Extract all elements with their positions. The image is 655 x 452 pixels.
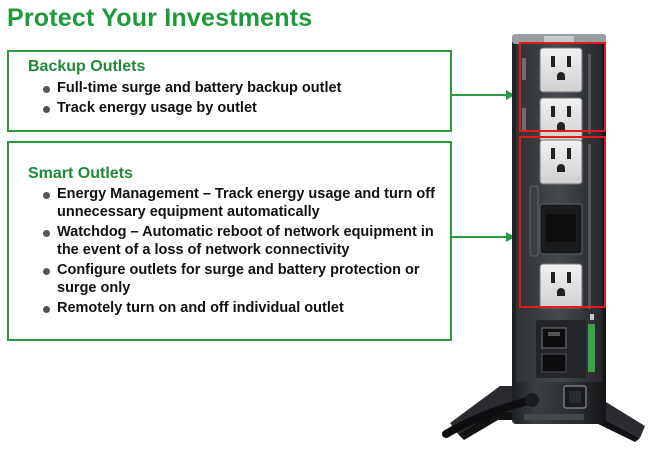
list-item: Track energy usage by outlet — [36, 100, 446, 118]
list-item: Watchdog – Automatic reboot of network e… — [36, 224, 446, 259]
backup-outlets-list: Full-time surge and battery backup outle… — [36, 80, 446, 119]
backup-outlets-highlight — [519, 42, 606, 132]
smart-connector-line — [451, 236, 507, 238]
backup-arrow-icon — [506, 90, 515, 100]
backup-outlets-panel: Backup Outlets Full-time surge and batte… — [7, 50, 452, 132]
power-cord-icon — [442, 396, 536, 438]
backup-connector-line — [451, 94, 507, 96]
smart-outlets-panel: Smart Outlets Energy Management – Track … — [7, 141, 452, 341]
list-item: Full-time surge and battery backup outle… — [36, 80, 446, 98]
network-port-icon — [541, 327, 567, 349]
list-item: Energy Management – Track energy usage a… — [36, 186, 446, 221]
power-button-icon — [563, 385, 587, 409]
outlet-icon — [539, 139, 583, 185]
smart-arrow-icon — [506, 232, 515, 242]
smart-outlets-heading: Smart Outlets — [28, 165, 133, 182]
list-item: Remotely turn on and off individual outl… — [36, 300, 446, 318]
backup-outlets-heading: Backup Outlets — [28, 58, 146, 75]
power-strip-tower-icon — [442, 34, 645, 442]
smart-outlets-highlight — [519, 136, 606, 308]
list-item: Configure outlets for surge and battery … — [36, 262, 446, 297]
outlet-icon — [539, 263, 583, 309]
outlet-icon — [539, 203, 583, 255]
smart-outlets-list: Energy Management – Track energy usage a… — [36, 186, 446, 321]
page-title: Protect Your Investments — [7, 4, 313, 32]
outlet-icon — [539, 47, 583, 93]
